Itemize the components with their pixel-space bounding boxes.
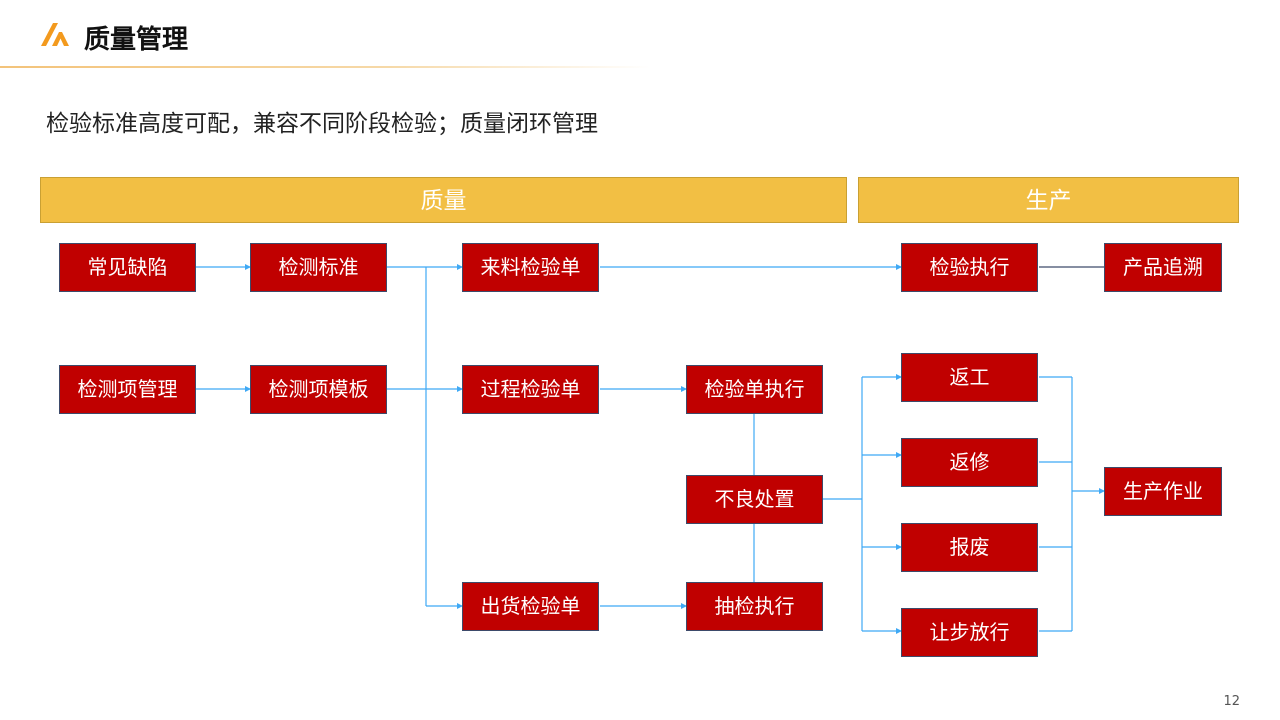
group-header-quality: 质量 (40, 177, 847, 223)
node-scrap: 报废 (901, 523, 1038, 572)
page-title: 质量管理 (84, 25, 189, 55)
node-repair: 返修 (901, 438, 1038, 487)
node-outgoing-inspection-form: 出货检验单 (462, 582, 599, 631)
title-divider (0, 66, 650, 68)
brand-logo-icon (41, 23, 69, 46)
node-inspection-standard: 检测标准 (250, 243, 387, 292)
node-sampling-execution: 抽检执行 (686, 582, 823, 631)
page-number: 12 (1223, 694, 1240, 709)
subtitle: 检验标准高度可配，兼容不同阶段检验；质量闭环管理 (46, 111, 598, 137)
node-inspection-form-execution: 检验单执行 (686, 365, 823, 414)
node-process-inspection-form: 过程检验单 (462, 365, 599, 414)
node-product-traceability: 产品追溯 (1104, 243, 1222, 292)
node-inspection-item-management: 检测项管理 (59, 365, 196, 414)
node-concession-release: 让步放行 (901, 608, 1038, 657)
node-common-defects: 常见缺陷 (59, 243, 196, 292)
node-inspection-execution: 检验执行 (901, 243, 1038, 292)
group-header-production: 生产 (858, 177, 1239, 223)
node-rework: 返工 (901, 353, 1038, 402)
node-incoming-inspection-form: 来料检验单 (462, 243, 599, 292)
node-nonconformance-handling: 不良处置 (686, 475, 823, 524)
node-inspection-item-template: 检测项模板 (250, 365, 387, 414)
node-production-operation: 生产作业 (1104, 467, 1222, 516)
